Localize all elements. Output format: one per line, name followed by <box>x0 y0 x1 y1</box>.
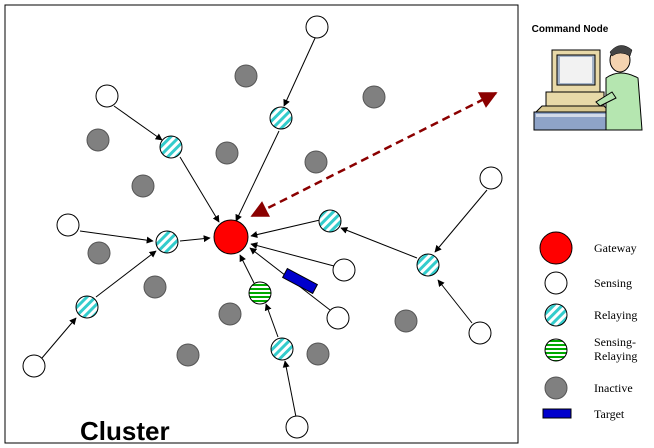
edge <box>264 303 279 338</box>
inactive-node <box>306 342 330 366</box>
cluster-boundary <box>4 4 519 444</box>
edge <box>250 242 335 267</box>
legend-gateway-icon <box>539 231 573 265</box>
legend-inactive-label: Inactive <box>594 381 633 395</box>
edge <box>179 235 211 243</box>
relaying-node <box>155 230 179 254</box>
target-marker <box>281 267 319 295</box>
inactive-node <box>234 64 258 88</box>
edge <box>239 254 255 284</box>
inactive-node <box>394 309 418 333</box>
cluster-label: Cluster <box>80 416 170 446</box>
legend-relaying-icon <box>544 303 568 327</box>
legend-sensing-relaying-label-2: Relaying <box>594 349 637 363</box>
legend-target-icon <box>542 408 572 419</box>
edge <box>41 317 77 359</box>
edge <box>434 189 488 253</box>
legend-sensing-relaying-icon <box>544 338 568 362</box>
sensing-node <box>326 306 350 330</box>
edge <box>340 227 418 259</box>
sensing-node <box>305 15 329 39</box>
sensing-node <box>95 84 119 108</box>
sensing-node <box>285 415 309 439</box>
legend-sensing-icon <box>544 271 568 295</box>
sensing-relaying-node <box>248 281 272 305</box>
command-node-computer-icon <box>533 45 643 131</box>
edge <box>283 35 317 107</box>
edge <box>250 219 321 238</box>
legend-gateway-label: Gateway <box>594 241 637 255</box>
inactive-nodes <box>86 64 418 367</box>
command-link <box>250 91 498 218</box>
relaying-nodes <box>75 106 440 361</box>
edge <box>282 360 297 418</box>
legend-sensing-relaying-label-1: Sensing- <box>594 335 636 349</box>
relaying-node <box>159 135 183 159</box>
relaying-node <box>270 337 294 361</box>
inactive-node <box>304 150 328 174</box>
legend: Gateway Sensing Relaying Sensing- Relayi… <box>539 231 637 421</box>
inactive-node <box>218 302 242 326</box>
legend-relaying-label: Relaying <box>594 308 637 322</box>
relaying-node <box>318 209 342 233</box>
sensing-node <box>56 213 80 237</box>
edge <box>235 130 280 222</box>
gateway-node <box>213 219 249 255</box>
inactive-node <box>131 174 155 198</box>
edge <box>179 156 220 223</box>
edge <box>113 105 163 141</box>
sensing-node <box>479 166 503 190</box>
relaying-node <box>416 253 440 277</box>
sensing-node <box>332 258 356 282</box>
sensing-nodes <box>22 15 503 439</box>
inactive-node <box>87 241 111 265</box>
legend-inactive-icon <box>544 376 568 400</box>
legend-sensing-label: Sensing <box>594 276 632 290</box>
relaying-node <box>75 295 99 319</box>
sensing-node <box>22 354 46 378</box>
inactive-node <box>215 141 239 165</box>
relaying-node <box>269 106 293 130</box>
inactive-node <box>176 343 200 367</box>
inactive-node <box>86 128 110 152</box>
edge <box>437 279 473 324</box>
edge <box>79 230 154 244</box>
inactive-node <box>362 85 386 109</box>
inactive-node <box>143 275 167 299</box>
command-node-label: Command Node <box>532 24 609 35</box>
edge <box>95 250 157 298</box>
sensing-node <box>468 321 492 345</box>
legend-target-label: Target <box>594 407 625 421</box>
